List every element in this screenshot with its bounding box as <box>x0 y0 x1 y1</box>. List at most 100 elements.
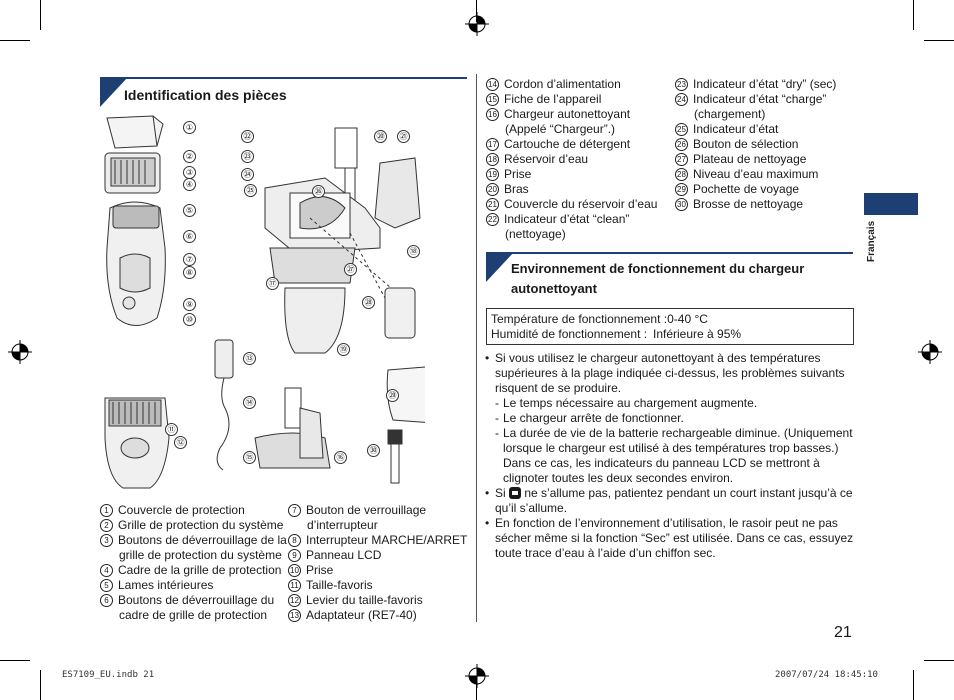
figure-callout: ㉔ <box>241 168 254 181</box>
figure-callout: ㉖ <box>312 185 325 198</box>
registration-mark-icon <box>918 340 942 364</box>
figure-callout: ⑧ <box>183 266 196 279</box>
figure-callout: ㉚ <box>367 444 380 457</box>
travel-pouch-drawing <box>386 366 425 423</box>
sub-bullet-item: -Le temps nécessaire au chargement augme… <box>495 396 758 410</box>
column-divider <box>476 74 477 622</box>
registration-mark-icon <box>465 12 489 36</box>
figure-callout: ㉗ <box>344 263 357 276</box>
bullet-item: •Si ne s’allume pas, patientez pendant u… <box>485 486 853 515</box>
figure-callout: ⑪ <box>165 423 178 436</box>
registration-mark-icon <box>465 664 489 688</box>
humidity-label: Humidité de fonctionnement : <box>491 327 648 341</box>
identification-header <box>100 77 467 107</box>
protective-cover-drawing <box>106 115 164 149</box>
figure-callout: ⑬ <box>243 352 256 365</box>
crop-mark <box>0 40 30 41</box>
bullet-item: •En fonction de l’environnement d’utilis… <box>485 516 854 560</box>
footer-file: ES7109_EU.indb 21 <box>62 670 155 680</box>
figure-callout: ㉒ <box>241 130 254 143</box>
figure-callout: ⑫ <box>174 436 187 449</box>
adapter-drawing <box>214 339 234 379</box>
sub-bullet-item: -Le chargeur arrête de fonctionner. <box>495 411 684 425</box>
figure-callout: ⑩ <box>183 313 196 326</box>
figure-callout: ㉙ <box>386 389 399 402</box>
figure-callout: ⑳ <box>374 130 387 143</box>
environment-title-line2: autonettoyant <box>511 281 597 296</box>
page-number: 21 <box>834 624 852 641</box>
crop-mark <box>0 660 30 661</box>
figure-callout: ㉑ <box>397 130 410 143</box>
registration-mark-icon <box>8 340 32 364</box>
charger-station-drawing <box>374 157 421 229</box>
figure-callout: ② <box>183 150 196 163</box>
figure-callout: ⑯ <box>334 451 347 464</box>
environment-title-line1: Environnement de fonctionnement du charg… <box>511 261 805 276</box>
figure-callout: ④ <box>183 178 196 191</box>
figure-callout: ① <box>183 121 196 134</box>
crop-mark <box>924 40 954 41</box>
sub-bullet-item: -La durée de vie de la batterie recharge… <box>495 426 853 485</box>
operating-environment-table: Température de fonctionnement :0-40 °C H… <box>486 308 854 345</box>
temperature-row: Température de fonctionnement :0-40 °C <box>491 312 708 326</box>
figure-callout: ⑲ <box>337 343 350 356</box>
figure-callout: ⑰ <box>266 277 279 290</box>
crop-mark <box>913 670 914 700</box>
figure-callout: ⑤ <box>183 204 196 217</box>
plug-indicator-icon <box>509 487 522 499</box>
crop-mark <box>924 660 954 661</box>
figure-callout: ⑱ <box>407 245 420 258</box>
crop-mark <box>476 678 477 700</box>
figure-callout: ⑮ <box>243 451 256 464</box>
figure-callout: ㉓ <box>241 150 254 163</box>
figure-callout: ㉕ <box>244 184 257 197</box>
figure-callout: ⑭ <box>243 396 256 409</box>
identification-title: Identification des pièces <box>124 87 287 103</box>
language-tab-block <box>864 193 918 215</box>
bullet-item: •Si vous utilisez le chargeur autonettoy… <box>485 351 845 395</box>
parts-illustration <box>104 115 425 489</box>
language-tab: Français <box>866 220 877 262</box>
figure-callout: ⑥ <box>183 230 196 243</box>
figure-callout: ⑦ <box>183 253 196 266</box>
footer-date: 2007/07/24 18:45:10 <box>775 670 878 680</box>
crop-mark <box>40 670 41 700</box>
figure-callout: ㉘ <box>362 296 375 309</box>
crop-mark <box>40 0 41 30</box>
crop-mark <box>913 0 914 30</box>
environment-header <box>486 252 853 282</box>
figure-callout: ⑨ <box>183 298 196 311</box>
humidity-value: Inférieure à 95% <box>653 327 742 341</box>
crop-mark <box>476 0 477 22</box>
